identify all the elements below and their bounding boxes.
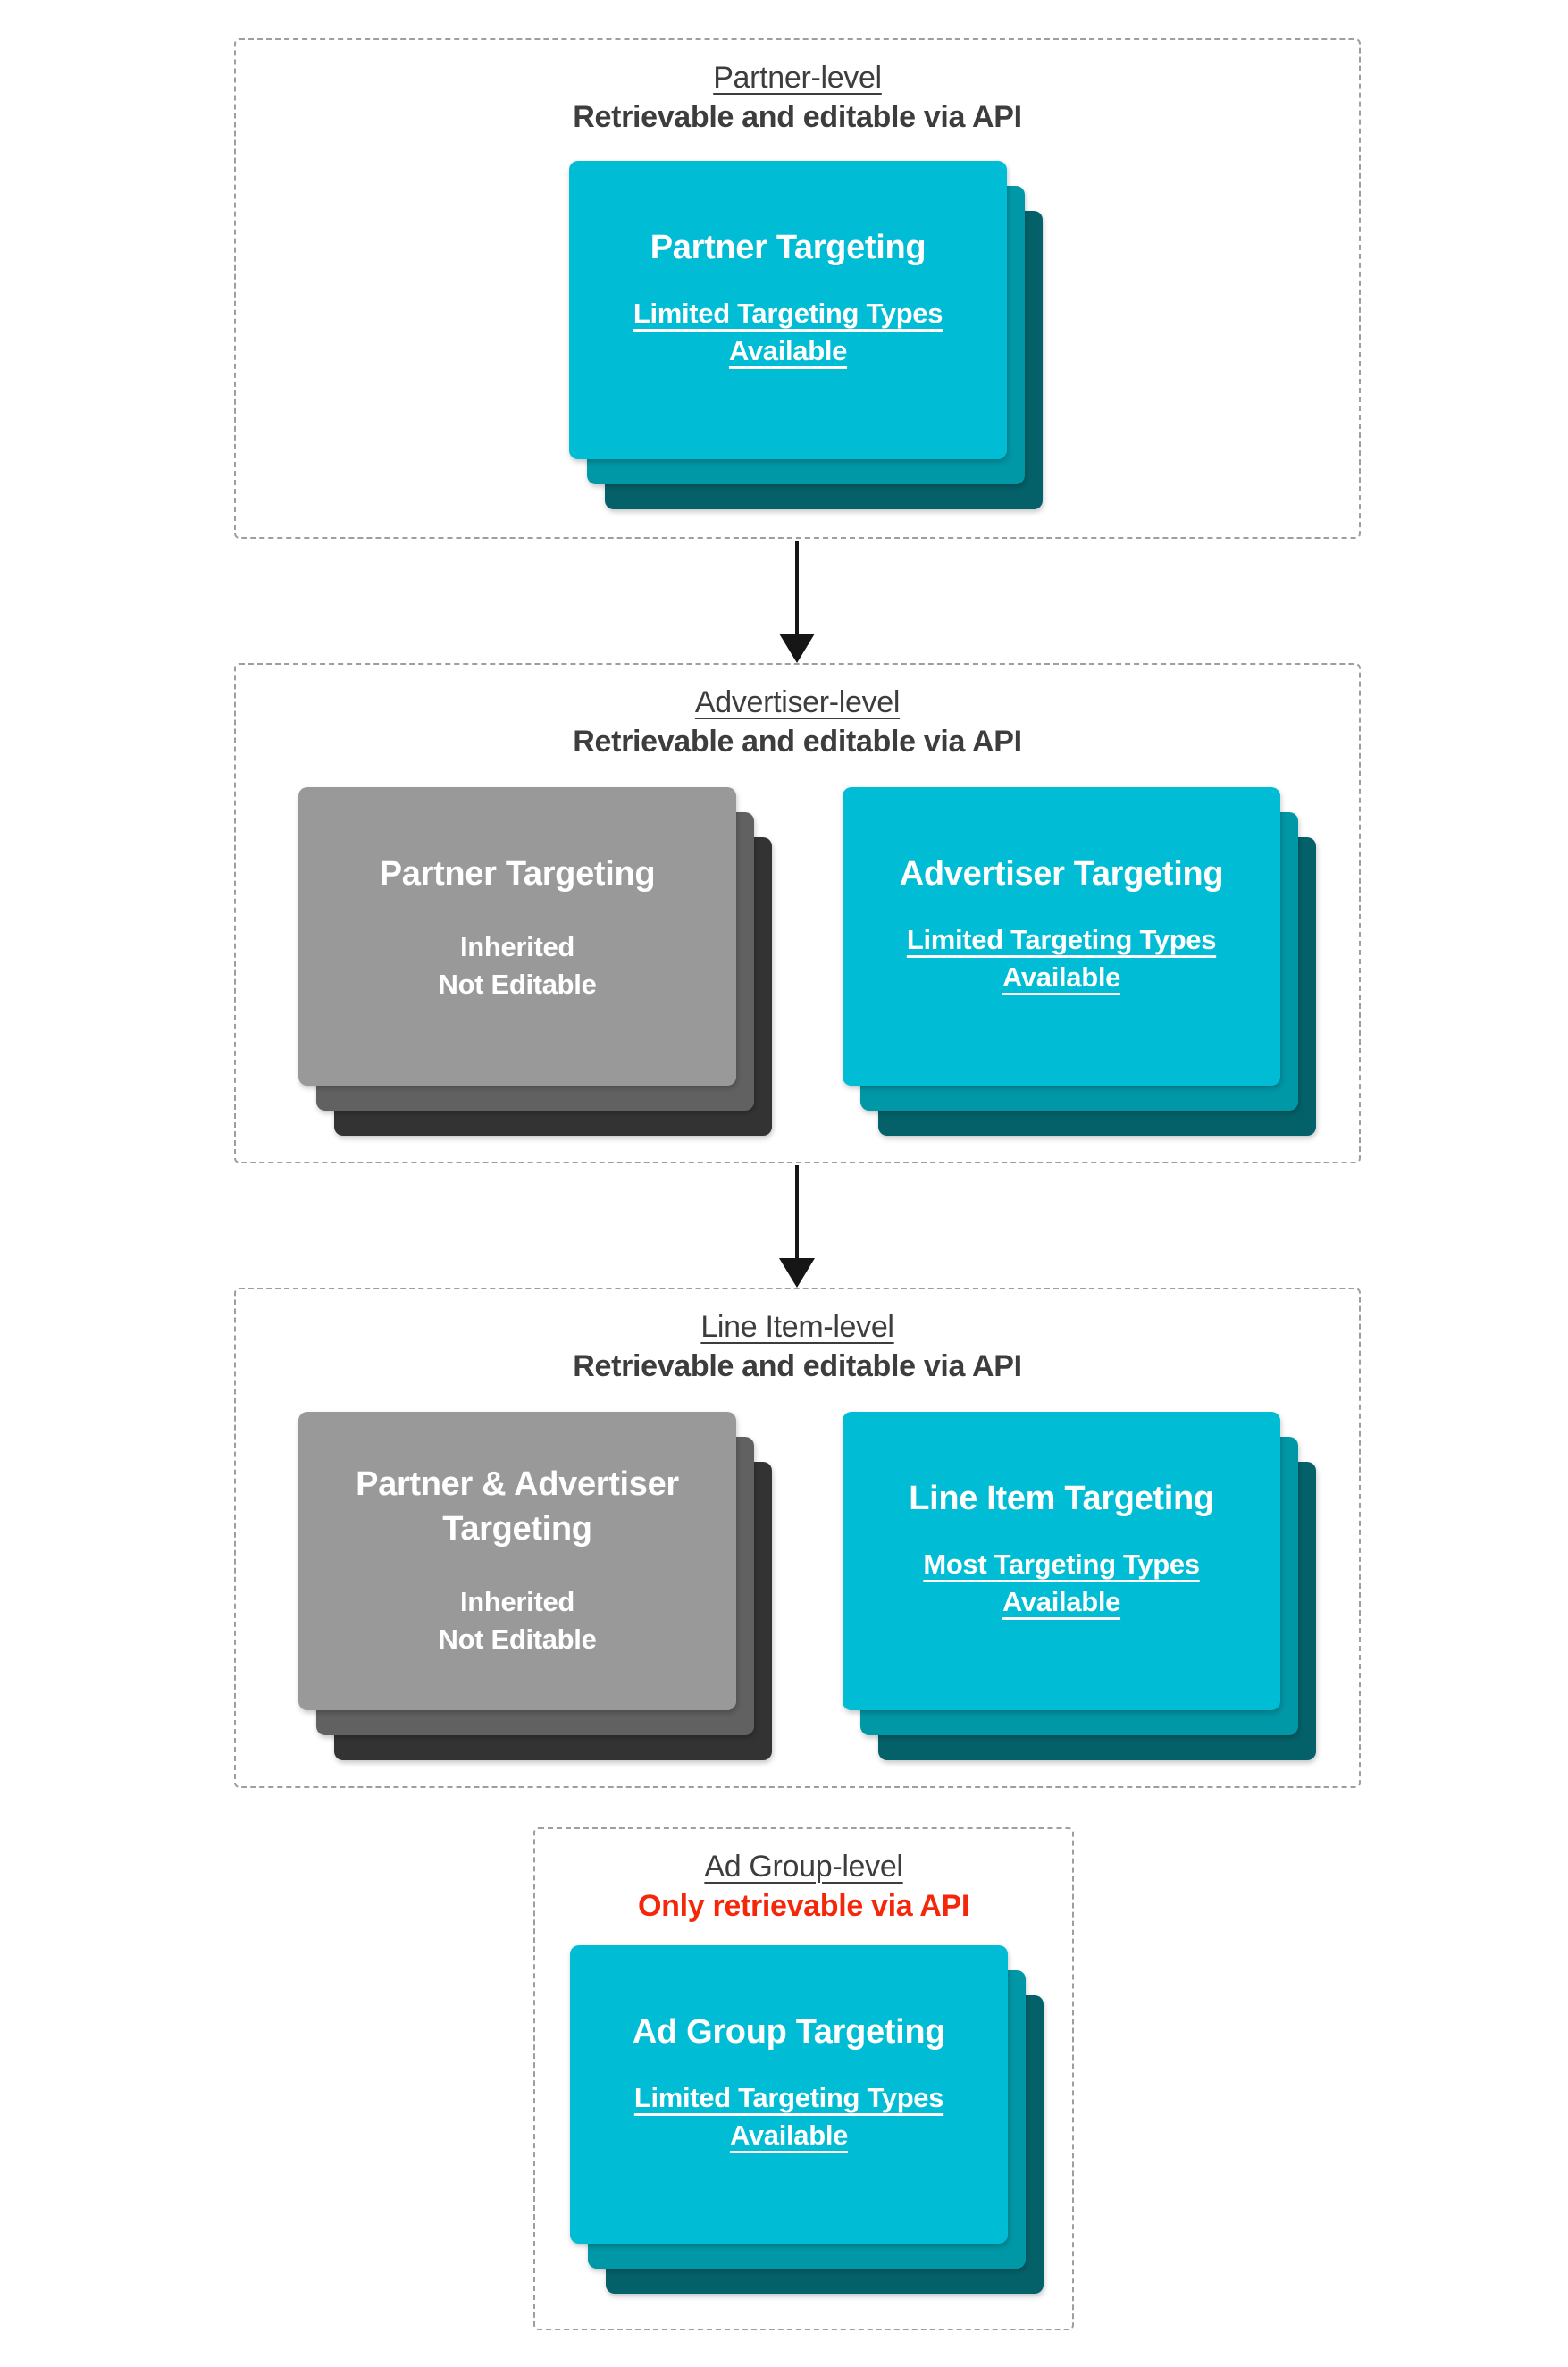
card-title-line: Line Item Targeting	[909, 1480, 1214, 1517]
section-advertiser-level: Advertiser-level Retrievable and editabl…	[234, 663, 1361, 1163]
section-header: Partner-level Retrievable and editable v…	[236, 40, 1359, 137]
card-subtitle-line: Most Targeting Types	[923, 1549, 1200, 1580]
card-stack-partner-targeting-inherited: Partner Targeting Inherited Not Editable	[298, 787, 772, 1136]
card-subtitle-line: Inherited	[459, 1586, 575, 1617]
section-partner-level: Partner-level Retrievable and editable v…	[234, 38, 1361, 539]
section-header: Ad Group-level Only retrievable via API	[535, 1829, 1072, 1926]
arrow-down-icon	[779, 1165, 815, 1288]
card-title-line: Partner Targeting	[650, 229, 927, 266]
section-heading: Ad Group-level	[704, 1850, 903, 1884]
card-subtitle: Limited Targeting Types Available	[633, 2079, 944, 2154]
card-title-line: Partner & Advertiser	[356, 1465, 679, 1503]
section-line-item-level: Line Item-level Retrievable and editable…	[234, 1288, 1361, 1788]
card-subtitle-line: Not Editable	[438, 1624, 597, 1655]
card-advertiser-targeting: Advertiser Targeting Limited Targeting T…	[843, 787, 1280, 1086]
card-subtitle-line: Limited Targeting Types	[633, 2082, 944, 2113]
card-title-line: Advertiser Targeting	[899, 855, 1224, 893]
card-subtitle: Limited Targeting Types Available	[906, 921, 1217, 996]
card-subtitle-line: Inherited	[459, 931, 575, 962]
arrow-head	[779, 634, 815, 663]
section-heading: Advertiser-level	[694, 685, 901, 719]
card-stack-advertiser-targeting: Advertiser Targeting Limited Targeting T…	[843, 787, 1316, 1136]
section-subheading: Retrievable and editable via API	[573, 100, 1022, 134]
section-header: Advertiser-level Retrievable and editabl…	[236, 665, 1359, 761]
arrow-head	[779, 1258, 815, 1288]
card-ad-group-targeting: Ad Group Targeting Limited Targeting Typ…	[570, 1945, 1008, 2244]
card-title: Partner Targeting	[379, 852, 656, 896]
card-stack-ad-group-targeting: Ad Group Targeting Limited Targeting Typ…	[570, 1945, 1044, 2294]
card-line-item-targeting: Line Item Targeting Most Targeting Types…	[843, 1412, 1280, 1710]
card-title: Partner & Advertiser Targeting	[356, 1462, 679, 1551]
section-heading: Partner-level	[713, 61, 882, 95]
card-title: Advertiser Targeting	[899, 852, 1224, 896]
card-subtitle-line: Available	[729, 2119, 849, 2151]
arrow-down-icon	[779, 541, 815, 663]
card-subtitle-line: Available	[728, 335, 848, 366]
card-title: Ad Group Targeting	[632, 2010, 946, 2054]
card-subtitle-line: Available	[1002, 961, 1121, 993]
card-title: Line Item Targeting	[909, 1476, 1214, 1521]
card-subtitle: Inherited Not Editable	[439, 928, 597, 1003]
card-subtitle-line: Available	[1002, 1586, 1121, 1617]
section-subheading: Retrievable and editable via API	[573, 1349, 1022, 1383]
card-title-line: Ad Group Targeting	[632, 2013, 946, 2051]
section-subheading: Only retrievable via API	[638, 1889, 969, 1923]
card-subtitle-line: Not Editable	[438, 969, 597, 1000]
card-title-line: Partner Targeting	[379, 855, 656, 893]
card-title-line: Targeting	[442, 1510, 592, 1548]
card-subtitle: Most Targeting Types Available	[923, 1546, 1200, 1621]
card-subtitle-line: Limited Targeting Types	[633, 298, 943, 329]
card-subtitle: Limited Targeting Types Available	[633, 295, 943, 370]
card-stack-line-item-targeting: Line Item Targeting Most Targeting Types…	[843, 1412, 1316, 1760]
card-stack-partner-targeting: Partner Targeting Limited Targeting Type…	[569, 161, 1043, 509]
section-ad-group-level: Ad Group-level Only retrievable via API …	[533, 1827, 1074, 2330]
card-title: Partner Targeting	[650, 225, 927, 270]
section-subheading: Retrievable and editable via API	[573, 725, 1022, 759]
section-heading: Line Item-level	[700, 1310, 894, 1344]
section-header: Line Item-level Retrievable and editable…	[236, 1289, 1359, 1386]
arrow-shaft	[795, 1165, 799, 1258]
card-stack-partner-advertiser-targeting: Partner & Advertiser Targeting Inherited…	[298, 1412, 772, 1760]
arrow-shaft	[795, 541, 799, 634]
card-subtitle: Inherited Not Editable	[439, 1583, 597, 1658]
card-partner-targeting: Partner Targeting Limited Targeting Type…	[569, 161, 1007, 459]
card-partner-targeting-inherited: Partner Targeting Inherited Not Editable	[298, 787, 736, 1086]
card-subtitle-line: Limited Targeting Types	[906, 924, 1217, 955]
card-partner-advertiser-targeting: Partner & Advertiser Targeting Inherited…	[298, 1412, 736, 1710]
